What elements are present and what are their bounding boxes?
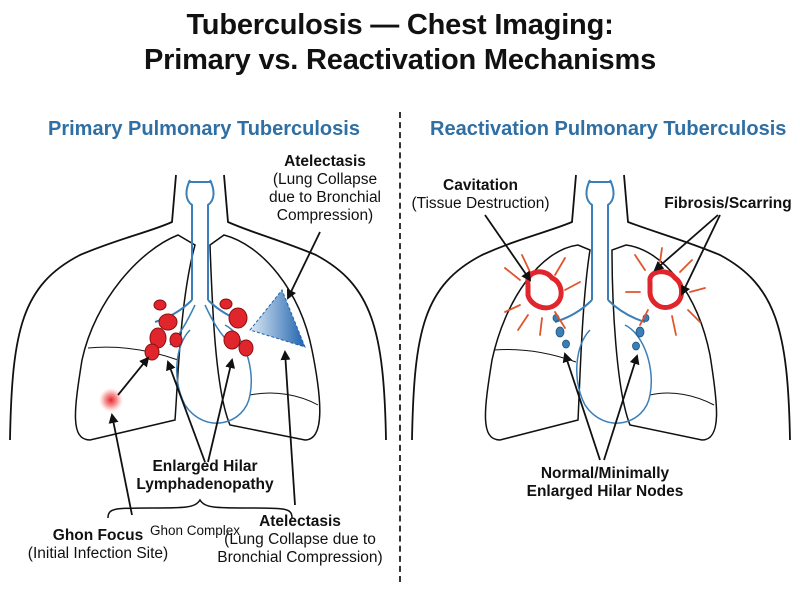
left-chest-diagram xyxy=(9,174,387,519)
atelectasis-bottom-title: Atelectasis xyxy=(259,513,341,530)
hilar-nodes-line2: Enlarged Hilar Nodes xyxy=(526,483,684,500)
label-atelectasis-top: Atelectasis (Lung Collapse due to Bronch… xyxy=(260,153,390,225)
label-fibrosis: Fibrosis/Scarring xyxy=(662,195,794,213)
left-trachea xyxy=(185,179,215,300)
right-panel-heading: Reactivation Pulmonary Tuberculosis xyxy=(430,118,787,140)
label-atelectasis-bottom: Atelectasis (Lung Collapse due to Bronch… xyxy=(214,513,386,567)
left-panel-heading: Primary Pulmonary Tuberculosis xyxy=(48,118,360,140)
atelectasis-top-line3: Compression) xyxy=(276,207,374,224)
label-hilar-nodes: Normal/Minimally Enlarged Hilar Nodes xyxy=(510,465,700,501)
label-hilar-lymphadenopathy: Enlarged Hilar Lymphadenopathy xyxy=(125,458,285,494)
left-body-outline xyxy=(9,174,177,441)
atelectasis-top-line2: due to Bronchial xyxy=(268,189,382,206)
ghon-focus-title: Ghon Focus xyxy=(52,527,144,544)
left-hilar-nodes xyxy=(144,298,254,361)
label-ghon-focus: Ghon Focus (Initial Infection Site) xyxy=(18,527,178,563)
cavitation-title: Cavitation xyxy=(443,177,518,194)
left-right-lung xyxy=(74,234,196,441)
cavity-right-lung xyxy=(525,269,564,311)
page-title: Tuberculosis — Chest Imaging: Primary vs… xyxy=(0,8,800,78)
ghon-focus-spot xyxy=(99,388,123,412)
label-ghon-complex: Ghon Complex xyxy=(149,523,241,538)
cavitation-sub: (Tissue Destruction) xyxy=(411,195,550,212)
panel-divider xyxy=(399,112,401,582)
fibrosis-streaks xyxy=(504,247,706,336)
right-body-outline xyxy=(411,174,577,441)
atelectasis-bottom-line2: Bronchial Compression) xyxy=(217,549,383,566)
hilar-line1: Enlarged Hilar xyxy=(152,458,258,475)
fibrosis-title: Fibrosis/Scarring xyxy=(664,195,792,212)
atelectasis-bottom-line1: (Lung Collapse due to xyxy=(224,531,376,548)
title-line-1: Tuberculosis — Chest Imaging: xyxy=(186,9,614,41)
atelectasis-wedge xyxy=(249,289,306,348)
label-cavitation: Cavitation (Tissue Destruction) xyxy=(408,177,553,213)
right-right-lung xyxy=(484,244,591,441)
right-heart xyxy=(576,324,652,424)
hilar-nodes-line1: Normal/Minimally xyxy=(540,465,670,482)
ghon-focus-sub: (Initial Infection Site) xyxy=(27,545,169,562)
atelectasis-top-line1: (Lung Collapse xyxy=(272,171,378,188)
atelectasis-top-title: Atelectasis xyxy=(284,153,366,170)
right-hilar-nodes xyxy=(552,314,650,351)
ghon-complex-brace xyxy=(107,498,293,519)
cavity-left-lung xyxy=(647,269,685,310)
title-line-2: Primary vs. Reactivation Mechanisms xyxy=(143,44,656,76)
right-chest-diagram xyxy=(411,174,791,461)
hilar-line2: Lymphadenopathy xyxy=(136,476,274,493)
right-trachea xyxy=(585,179,615,300)
